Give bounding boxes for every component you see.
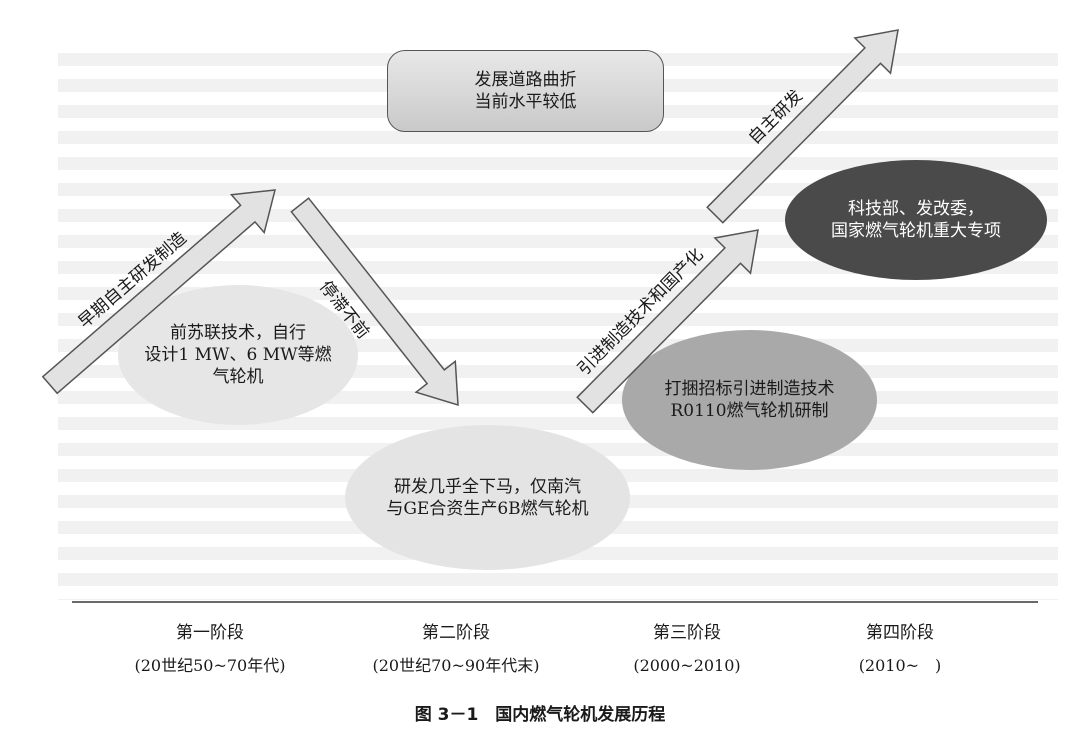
stage-3: 第三阶段 (2000~2010) <box>577 622 797 677</box>
stage-4-period: (2010~ ) <box>858 656 942 675</box>
stage-3-name: 第三阶段 <box>653 623 721 643</box>
block-arrow-3 <box>576 229 759 414</box>
stage-2-period: (20世纪70~90年代末) <box>372 656 540 675</box>
block-arrow-1 <box>41 189 276 395</box>
summary-box: 发展道路曲折 当前水平较低 <box>387 50 664 132</box>
stage-2: 第二阶段 (20世纪70~90年代末) <box>346 622 566 677</box>
stage-1-name: 第一阶段 <box>176 623 244 643</box>
stage-3-ellipse: 打捆招标引进制造技术 R0110燃气轮机研制 <box>622 330 877 470</box>
stage-3-period: (2000~2010) <box>633 656 741 675</box>
block-arrow-4 <box>706 29 899 224</box>
stage-4-ellipse: 科技部、发改委， 国家燃气轮机重大专项 <box>785 160 1047 280</box>
timeline-baseline <box>72 601 1038 603</box>
block-arrow-2 <box>290 197 459 407</box>
stage-4: 第四阶段 (2010~ ) <box>790 622 1010 677</box>
stage-2-name: 第二阶段 <box>422 623 490 643</box>
stage-1: 第一阶段 (20世纪50~70年代) <box>100 622 320 677</box>
stage-2-ellipse: 研发几乎全下马，仅南汽 与GE合资生产6B燃气轮机 <box>345 425 630 570</box>
stage-1-ellipse: 前苏联技术，自行 设计1 MW、6 MW等燃 气轮机 <box>118 285 358 425</box>
figure-caption: 图 3－1 国内燃气轮机发展历程 <box>414 705 666 725</box>
stage-1-period: (20世纪50~70年代) <box>134 656 286 675</box>
stage-4-name: 第四阶段 <box>866 623 934 643</box>
